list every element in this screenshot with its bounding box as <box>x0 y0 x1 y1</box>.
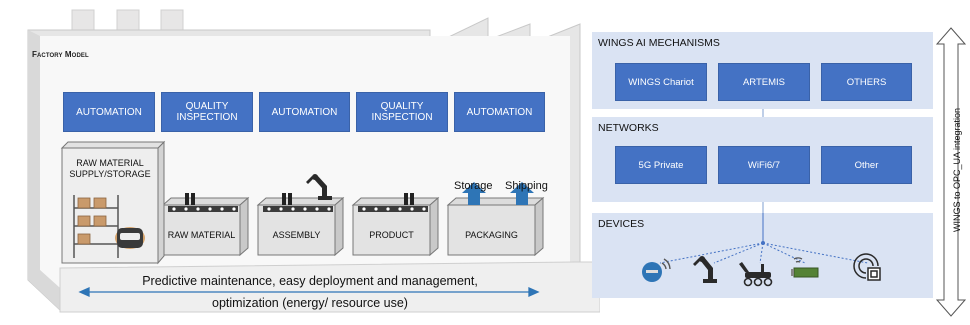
wings-connectors <box>642 27 967 317</box>
factory-model-title: Factory Model <box>32 50 89 59</box>
conveyor-label-packaging: PACKAGING <box>465 229 518 240</box>
quality-inspection-box-1: QUALITY INSPECTION <box>161 92 253 132</box>
conveyor-label-raw-material: RAW MATERIAL <box>167 229 236 240</box>
opc-ua-double-arrow <box>935 27 967 317</box>
iot-board-icon <box>791 257 819 278</box>
bottom-caption-line-2: optimization (energy/ resource use) <box>212 296 408 310</box>
mechanisms-title: WINGS AI MECHANISMS <box>598 37 720 49</box>
robot-arm-icon <box>693 256 717 283</box>
network-5g-private: 5G Private <box>615 146 707 184</box>
conveyor-product <box>351 193 440 257</box>
rover-icon <box>739 262 773 287</box>
automation-box-3: AUTOMATION <box>454 92 545 132</box>
raw-material-storage-label: RAW MATERIAL SUPPLY/STORAGE <box>69 158 151 179</box>
raw-material-storage <box>60 140 166 265</box>
mechanism-wings-chariot: WINGS Chariot <box>615 63 707 101</box>
shipping-label: Shipping <box>505 180 548 192</box>
storage-arrow-icon <box>462 182 486 205</box>
conveyor-raw-material <box>161 193 250 257</box>
network-other: Other <box>821 146 912 184</box>
shipping-arrow-icon <box>510 182 534 205</box>
mechanism-artemis: ARTEMIS <box>718 63 810 101</box>
automation-box-1: AUTOMATION <box>63 92 155 132</box>
quality-inspection-box-2: QUALITY INSPECTION <box>356 92 448 132</box>
devices-title: DEVICES <box>598 218 645 230</box>
conveyor-assembly <box>256 174 345 257</box>
bottom-double-arrow <box>78 286 540 298</box>
storage-label: Storage <box>454 180 493 192</box>
rfid-tag-icon <box>853 253 881 281</box>
automation-box-2: AUTOMATION <box>259 92 350 132</box>
opc-ua-integration-label: WINGS to OPC_UA integration <box>952 107 962 233</box>
conveyor-label-product: PRODUCT <box>369 229 414 240</box>
networks-title: NETWORKS <box>598 122 659 134</box>
conveyor-packaging <box>446 182 545 257</box>
conveyor-label-assembly: ASSEMBLY <box>272 229 321 240</box>
network-wifi: WiFi6/7 <box>718 146 810 184</box>
wireless-sensor-icon <box>642 258 671 282</box>
agv-robot-icon <box>115 227 145 249</box>
mechanism-others: OTHERS <box>821 63 912 101</box>
bottom-caption-line-1: Predictive maintenance, easy deployment … <box>142 274 478 288</box>
assembly-robot-icon <box>306 174 332 200</box>
